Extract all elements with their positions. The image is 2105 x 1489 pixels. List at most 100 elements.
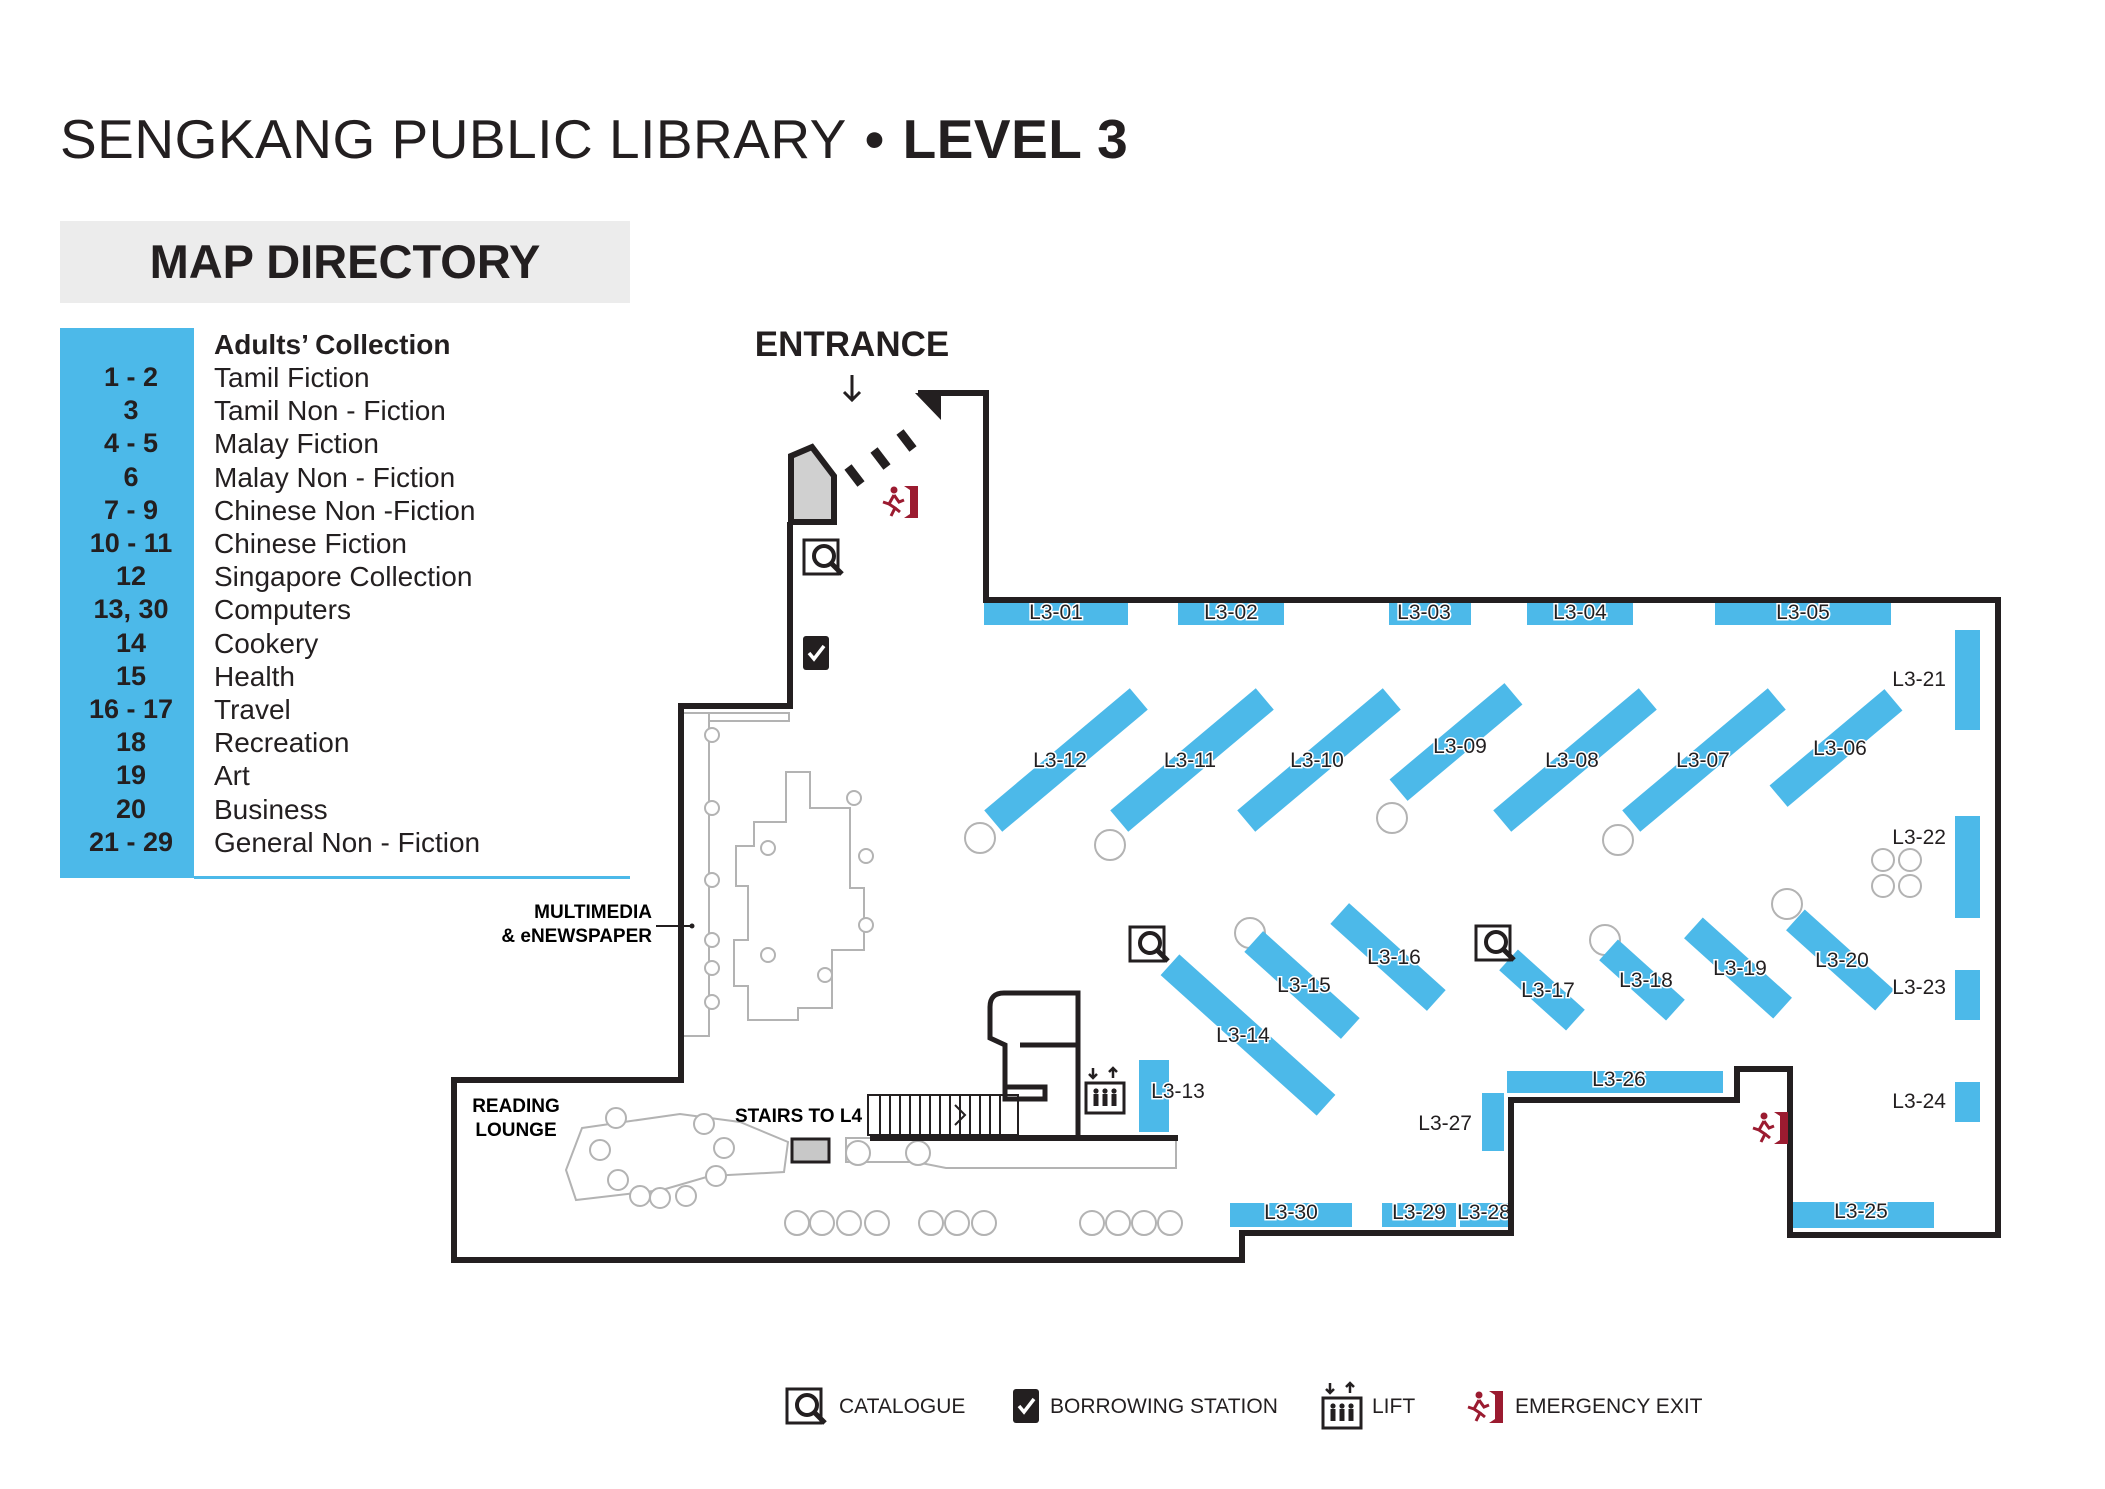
- catalogue-icon: [1128, 925, 1170, 963]
- directory-shelf-number: 18: [115, 727, 147, 758]
- shelf-l3-06: [1769, 689, 1903, 807]
- shelf-label: L3-12: [1033, 749, 1087, 772]
- directory-collection-name: Computers: [214, 594, 351, 626]
- directory-collection-name: Singapore Collection: [214, 561, 473, 593]
- multimedia-label-line1: MULTIMEDIA: [534, 902, 652, 923]
- directory-collection-name: Recreation: [214, 727, 350, 759]
- stool: [971, 1210, 997, 1236]
- shelf-label: L3-08: [1545, 749, 1599, 772]
- stool: [1376, 802, 1408, 834]
- directory-shelf-number: 19: [115, 760, 147, 791]
- shelf-l3-29: [1382, 1203, 1456, 1227]
- shelf-label: L3-03: [1397, 601, 1451, 624]
- shelf-l3-19: [1684, 917, 1792, 1019]
- shelf-label: L3-18: [1619, 969, 1673, 992]
- shelf-label: L3-21: [1892, 668, 1946, 691]
- stool: [1094, 829, 1126, 861]
- stool: [704, 800, 720, 816]
- stool: [605, 1107, 627, 1129]
- stool: [1898, 848, 1922, 872]
- shelf-label: L3-22: [1892, 826, 1946, 849]
- stool: [1871, 848, 1895, 872]
- directory-shelf-number: 20: [115, 793, 147, 824]
- stool: [846, 790, 862, 806]
- stool: [964, 822, 996, 854]
- borrowing-station-icon: [803, 636, 829, 670]
- shelf-label: L3-14: [1216, 1024, 1270, 1047]
- legend-borrowing-label: BORROWING STATION: [1050, 1395, 1278, 1418]
- shelf-label: L3-06: [1813, 737, 1867, 760]
- shelf-label: L3-11: [1164, 749, 1216, 772]
- stool: [1157, 1210, 1183, 1236]
- directory-collection-name: Art: [214, 760, 250, 792]
- directory-shelf-number: 10 - 11: [89, 528, 173, 558]
- emergency-exit-icon: [882, 486, 918, 518]
- stool: [713, 1137, 735, 1159]
- reading-lounge-line1: READING: [472, 1096, 560, 1117]
- stool: [905, 1140, 931, 1166]
- directory-collection-name: Travel: [214, 694, 291, 725]
- directory-shelf-number: 3: [123, 395, 139, 426]
- shelf-l3-12: [984, 688, 1148, 832]
- directory-number-column: [60, 328, 194, 878]
- shelf-label: L3-02: [1204, 601, 1258, 624]
- stool: [858, 917, 874, 933]
- stool: [784, 1210, 810, 1236]
- multimedia-label-line2: & eNEWSPAPER: [501, 926, 652, 947]
- shelf-l3-26: [1507, 1071, 1723, 1093]
- directory-collection-name: Tamil Non - Fiction: [214, 395, 446, 427]
- shelf-l3-23: [1955, 970, 1980, 1020]
- multimedia-desk: [682, 712, 710, 1037]
- directory-collection-name: Chinese Non -Fiction: [214, 494, 476, 526]
- stairwell: [870, 990, 1178, 1141]
- stool: [589, 1139, 611, 1161]
- shelf-l3-05: [1715, 603, 1891, 625]
- shelf-label: L3-05: [1776, 601, 1830, 624]
- stool: [1105, 1210, 1131, 1236]
- title-separator: •: [864, 108, 885, 170]
- outer-wall: [451, 390, 2001, 1263]
- directory-shelf-number: 16 - 17: [88, 694, 174, 724]
- stool: [705, 1165, 727, 1187]
- shelf-l3-10: [1237, 688, 1401, 832]
- directory-shelf-number: 14: [115, 627, 147, 658]
- shelf-l3-20: [1786, 909, 1894, 1011]
- shelf-l3-04: [1527, 603, 1633, 625]
- catalogue-icon: [1474, 924, 1516, 962]
- directory-heading: MAP DIRECTORY: [60, 221, 630, 303]
- shelf-label: L3-23: [1892, 976, 1946, 999]
- shelf-l3-11: [1110, 688, 1274, 832]
- directory-collection-name: Business: [214, 793, 328, 825]
- shelf-label: L3-25: [1834, 1200, 1888, 1223]
- shelf-l3-09: [1389, 683, 1523, 801]
- shelf-label: L3-15: [1277, 974, 1331, 997]
- stool: [944, 1210, 970, 1236]
- stool: [675, 1185, 697, 1207]
- stool: [1602, 824, 1634, 856]
- directory-shelf-number: 12: [115, 561, 147, 592]
- shelf-label: L3-26: [1592, 1068, 1646, 1091]
- stair-pillar: [790, 1137, 831, 1164]
- entrance-gaps: [844, 429, 917, 487]
- directory-category: Adults’ Collection: [214, 329, 451, 360]
- stool: [858, 848, 874, 864]
- shelf-label: L3-28: [1457, 1201, 1511, 1224]
- shelf-l3-13: [1139, 1060, 1169, 1132]
- lift-icon: [1084, 1066, 1126, 1115]
- shelf-label: L3-20: [1815, 949, 1869, 972]
- stool: [693, 1113, 715, 1135]
- catalogue-icon: [785, 1387, 827, 1425]
- directory-collection-name: Malay Non - Fiction: [214, 461, 456, 493]
- entrance-arrow: [842, 375, 862, 403]
- shelf-label: L3-30: [1264, 1201, 1318, 1224]
- stool: [760, 947, 776, 963]
- directory-collection-name: General Non - Fiction: [214, 826, 481, 858]
- shelf-l3-21: [1955, 630, 1980, 730]
- entrance-label: ENTRANCE: [755, 325, 949, 364]
- stool: [760, 840, 776, 856]
- stool: [1079, 1210, 1105, 1236]
- shelf-l3-14: [1160, 954, 1336, 1116]
- lift-icon: [1321, 1381, 1363, 1430]
- shelf-label: L3-19: [1713, 957, 1767, 980]
